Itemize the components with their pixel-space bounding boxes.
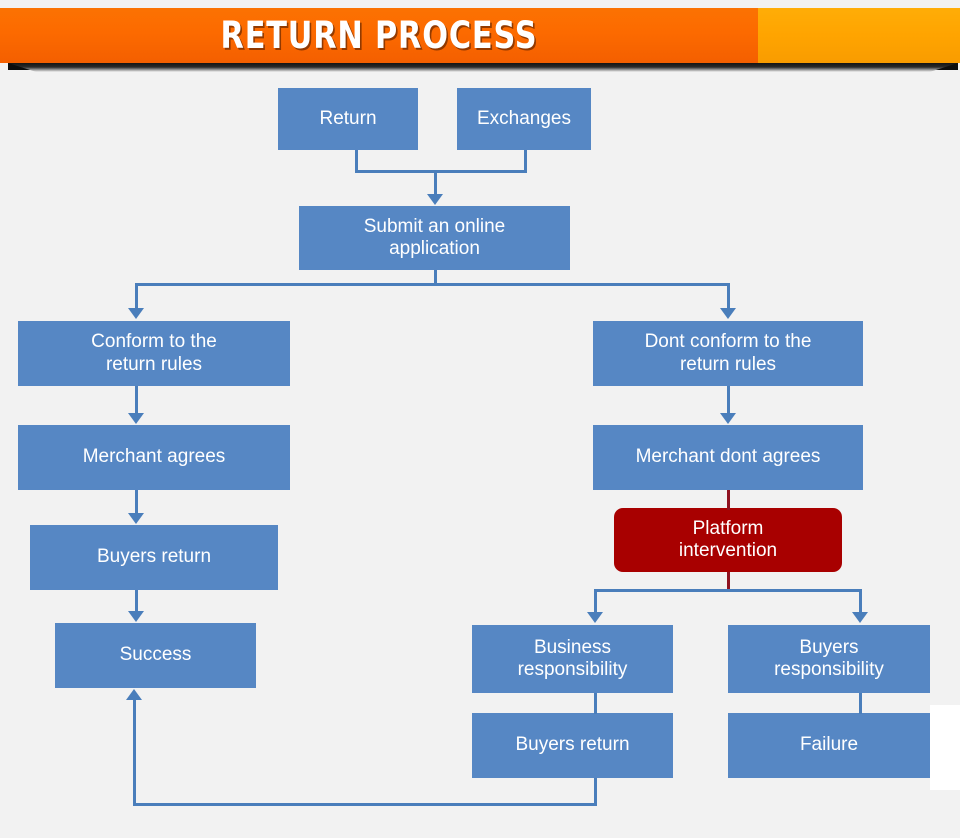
- edge-platform-split-right-down: [859, 589, 862, 613]
- node-dont-conform-to-return-rules[interactable]: Dont conform to the return rules: [593, 321, 863, 386]
- arrow-into-business-responsibility: [587, 612, 603, 623]
- node-buyers-responsibility[interactable]: Buyers responsibility: [728, 625, 930, 693]
- arrow-into-submit: [427, 194, 443, 205]
- banner-shadow-taper: [8, 63, 958, 72]
- page-title: RETURN PROCESS: [220, 14, 538, 57]
- edge-merchant-dont-agrees-to-platform: [727, 490, 730, 510]
- node-conform-to-return-rules[interactable]: Conform to the return rules: [18, 321, 290, 386]
- node-buyers-return-left[interactable]: Buyers return: [30, 525, 278, 590]
- edge-buyers-resp-to-failure: [859, 693, 862, 714]
- node-platform-intervention[interactable]: Platform intervention: [614, 508, 842, 572]
- arrow-into-buyers-responsibility: [852, 612, 868, 623]
- banner-accent-bar: [758, 8, 960, 63]
- edge-buyers-return-to-success: [135, 590, 138, 612]
- edge-top-join-bar: [355, 170, 527, 173]
- node-success[interactable]: Success: [55, 623, 256, 688]
- edge-exchanges-to-submit-stem: [524, 150, 527, 172]
- arrow-into-dont-conform: [720, 308, 736, 319]
- edge-join-to-submit: [434, 170, 437, 195]
- edge-platform-down-stem: [727, 572, 730, 590]
- node-buyers-return-right[interactable]: Buyers return: [472, 713, 673, 778]
- edge-return-to-submit-stem: [355, 150, 358, 172]
- arrow-into-merchant-dont-agrees: [720, 413, 736, 424]
- arrow-into-success-from-loopback: [126, 689, 142, 700]
- node-business-responsibility[interactable]: Business responsibility: [472, 625, 673, 693]
- edge-platform-split-bar: [594, 589, 862, 592]
- node-exchanges[interactable]: Exchanges: [457, 88, 591, 150]
- edge-loopback-horizontal: [133, 803, 597, 806]
- edge-conform-to-merchant-agrees: [135, 386, 138, 414]
- edge-business-resp-to-buyers-return: [594, 693, 597, 714]
- edge-submit-down: [434, 270, 437, 285]
- edge-dont-conform-to-merchant-dont-agrees: [727, 386, 730, 414]
- arrow-into-merchant-agrees: [128, 413, 144, 424]
- header-banner: RETURN PROCESS: [0, 0, 960, 76]
- edge-split-left-down: [135, 283, 138, 309]
- arrow-into-success: [128, 611, 144, 622]
- edge-loopback-up: [133, 700, 136, 805]
- node-return[interactable]: Return: [278, 88, 418, 150]
- node-submit-online-application[interactable]: Submit an online application: [299, 206, 570, 270]
- edge-merchant-agrees-to-buyers-return: [135, 490, 138, 514]
- node-failure[interactable]: Failure: [728, 713, 930, 778]
- banner-main-bar: [0, 8, 758, 63]
- edge-split-right-down: [727, 283, 730, 309]
- node-merchant-dont-agrees[interactable]: Merchant dont agrees: [593, 425, 863, 490]
- white-notch-region: [930, 705, 960, 790]
- edge-platform-split-left-down: [594, 589, 597, 613]
- arrow-into-conform: [128, 308, 144, 319]
- node-merchant-agrees[interactable]: Merchant agrees: [18, 425, 290, 490]
- edge-split-bar: [135, 283, 730, 286]
- arrow-into-buyers-return-left: [128, 513, 144, 524]
- edge-loopback-down: [594, 778, 597, 806]
